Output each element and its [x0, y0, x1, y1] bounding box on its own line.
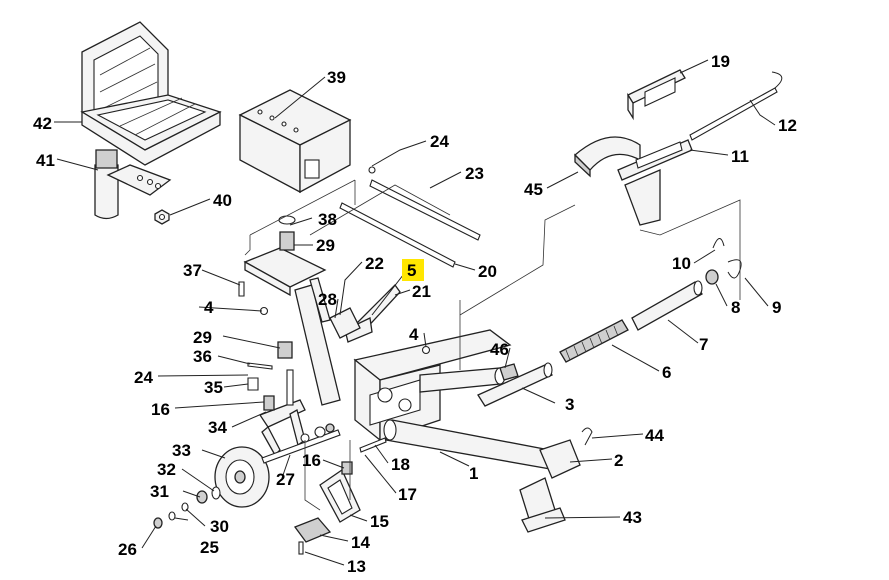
callout-21: 21	[412, 282, 431, 301]
callout-36: 36	[193, 347, 212, 366]
callout-28: 28	[318, 290, 337, 309]
bracket-19-part	[627, 69, 686, 121]
exploded-guide-lines	[244, 179, 741, 511]
callout-42: 42	[33, 114, 52, 133]
callout-1: 1	[469, 464, 478, 483]
callout-45: 45	[524, 180, 543, 199]
bush-8-part	[705, 269, 719, 285]
callout-labels: 1 2 3 4 4 5 6 7 8 9 10 11 12 13 14 15 16…	[33, 52, 797, 576]
callout-26: 26	[118, 540, 137, 559]
lever-21-part	[344, 283, 401, 343]
spacer-29b-part	[277, 341, 293, 359]
callout-30: 30	[210, 517, 229, 536]
bracket-28-part	[329, 307, 361, 339]
callout-25: 25	[200, 538, 219, 557]
callout-29a: 29	[316, 236, 335, 255]
callout-31: 31	[150, 482, 169, 501]
callout-2: 2	[614, 451, 623, 470]
pin-36-part	[247, 362, 273, 370]
seat-bracket-part	[238, 89, 352, 194]
handle-tube-part	[294, 277, 341, 406]
rod-20-part	[339, 202, 456, 268]
callout-43: 43	[623, 508, 642, 527]
axle-27-part	[261, 423, 341, 464]
callout-17: 17	[398, 485, 417, 504]
callout-20: 20	[478, 262, 497, 281]
pin-10-part	[712, 238, 725, 249]
pin-44-part	[581, 427, 593, 446]
bracket-45-part	[574, 136, 641, 178]
callout-22: 22	[365, 254, 384, 273]
clip-35-part	[247, 377, 259, 391]
callout-4b: 4	[409, 325, 419, 344]
main-tube-part	[383, 419, 581, 479]
rod-23-part	[368, 166, 481, 241]
callout-38: 38	[318, 210, 337, 229]
callout-24a: 24	[430, 132, 449, 151]
callout-32: 32	[157, 460, 176, 479]
callout-16a: 16	[151, 400, 170, 419]
callout-34: 34	[208, 418, 227, 437]
clip-9-part	[727, 259, 742, 279]
callout-27: 27	[276, 470, 295, 489]
pin-13-part	[298, 541, 304, 555]
callout-40: 40	[213, 191, 232, 210]
callout-7: 7	[699, 335, 708, 354]
spring-6-part	[559, 319, 629, 363]
fork-34-part	[259, 369, 306, 457]
callout-19: 19	[711, 52, 730, 71]
callout-29b: 29	[193, 328, 212, 347]
callout-16b: 16	[302, 451, 321, 470]
link-15-part	[319, 469, 361, 523]
tube-3-part	[477, 362, 553, 407]
callout-4a: 4	[204, 298, 214, 317]
bolt-37-part	[238, 281, 245, 297]
callout-41: 41	[36, 151, 55, 170]
callout-24b: 24	[134, 368, 153, 387]
nut-40-part	[154, 209, 170, 225]
callout-13: 13	[347, 557, 366, 576]
callout-9: 9	[772, 298, 781, 317]
rod-12-part	[689, 71, 783, 141]
callout-18: 18	[391, 455, 410, 474]
callout-46: 46	[490, 340, 509, 359]
nut-4b-part	[421, 345, 431, 355]
frame-assembly-part	[353, 329, 512, 442]
leader-lines	[54, 59, 776, 566]
nut-31-part	[196, 490, 208, 504]
callout-33: 33	[172, 441, 191, 460]
callout-12: 12	[778, 116, 797, 135]
callout-15: 15	[370, 512, 389, 531]
callout-23: 23	[465, 164, 484, 183]
callout-5: 5	[407, 261, 416, 280]
lever-11-part	[617, 139, 693, 226]
callout-35: 35	[204, 378, 223, 397]
rod-18-part	[359, 437, 387, 453]
bushing-46-part	[499, 363, 519, 381]
callout-44: 44	[645, 426, 664, 445]
highlight-box-5	[402, 259, 424, 281]
washer-25-part	[168, 511, 176, 521]
tube-7-part	[631, 280, 703, 331]
callout-10: 10	[672, 254, 691, 273]
callout-37: 37	[183, 261, 202, 280]
callout-6: 6	[662, 363, 671, 382]
callout-14: 14	[351, 533, 370, 552]
callout-8: 8	[731, 298, 740, 317]
bush-16b-part	[341, 461, 353, 475]
seat-part	[80, 21, 222, 166]
wheel-33-part	[214, 446, 270, 508]
callout-3: 3	[565, 395, 574, 414]
callout-11: 11	[731, 147, 749, 166]
bush-16a-part	[263, 395, 275, 411]
foot-43-part	[519, 477, 566, 533]
pedal-14-part	[293, 517, 332, 543]
washer-32-part	[211, 486, 221, 500]
callout-39: 39	[327, 68, 346, 87]
nut-26-part	[153, 517, 163, 529]
seat-post-part	[94, 149, 172, 220]
